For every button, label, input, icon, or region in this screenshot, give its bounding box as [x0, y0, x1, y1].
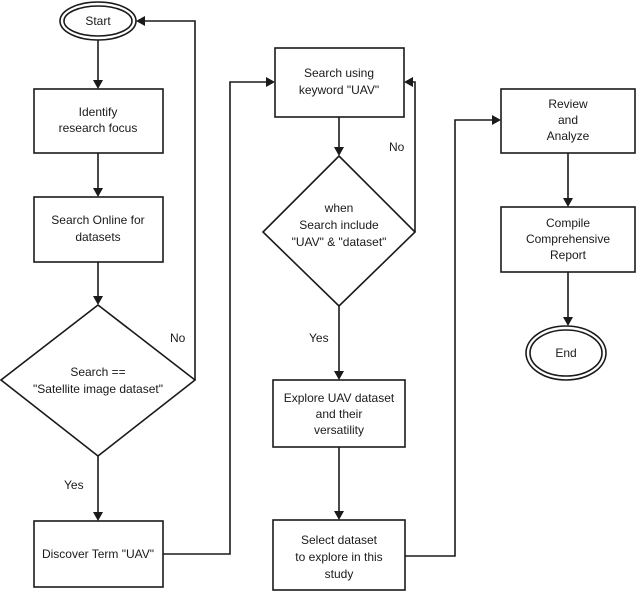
start-label: Start: [85, 14, 111, 28]
decision2-label-line2: Search include: [299, 218, 379, 232]
search-keyword-label-line2: keyword "UAV": [299, 83, 379, 97]
arrowhead: [563, 317, 573, 326]
discover-label: Discover Term "UAV": [42, 547, 154, 561]
end-node: End: [525, 325, 607, 381]
decision1-label-line2: "Satellite image dataset": [33, 382, 163, 396]
compile-label-line3: Report: [550, 248, 587, 262]
edge-discover-search-keyword: [163, 81, 266, 555]
edge-decision2-no-loop: [412, 81, 416, 232]
arrowhead: [136, 16, 145, 26]
edge-label-yes-2: Yes: [309, 331, 329, 345]
edge-label-no-1: No: [170, 331, 186, 345]
decision-uav-dataset: when Search include "UAV" & "dataset": [261, 154, 417, 308]
search-keyword-node: Search using keyword "UAV": [274, 47, 405, 118]
compile-label-line2: Comprehensive: [526, 232, 610, 246]
arrowhead: [93, 188, 103, 197]
arrowhead: [334, 511, 344, 520]
explore-label-line2: and their: [316, 407, 363, 421]
edge-label-no-2: No: [389, 140, 405, 154]
decision2-label-line1: when: [324, 201, 354, 215]
search-keyword-label-line1: Search using: [304, 66, 374, 80]
select-label-line1: Select dataset: [301, 533, 378, 547]
compile-report-node: Compile Comprehensive Report: [500, 206, 636, 273]
end-label: End: [555, 346, 576, 360]
arrowhead: [563, 198, 573, 207]
decision1-label-line1: Search ==: [70, 365, 125, 379]
arrowhead: [93, 296, 103, 305]
review-label-line2: and: [558, 113, 578, 127]
edge-decision1-no-loop: [145, 20, 196, 380]
select-label-line2: to explore in this: [295, 550, 382, 564]
identify-research-focus-node: Identify research focus: [33, 88, 164, 154]
discover-term-node: Discover Term "UAV": [33, 520, 164, 588]
arrowhead: [93, 512, 103, 521]
select-label-line3: study: [325, 567, 354, 581]
review-label-line3: Analyze: [547, 129, 590, 143]
decision-satellite-dataset: Search == "Satellite image dataset": [0, 303, 197, 458]
identify-label-line1: Identify: [79, 105, 118, 119]
arrowhead: [404, 77, 413, 87]
edge-label-yes-1: Yes: [64, 478, 84, 492]
arrowhead: [334, 371, 344, 380]
search-online-label-line2: datasets: [75, 230, 120, 244]
explore-label-line3: versatility: [314, 423, 364, 437]
explore-uav-node: Explore UAV dataset and their versatilit…: [272, 379, 406, 448]
decision2-label-line3: "UAV" & "dataset": [292, 235, 387, 249]
review-analyze-node: Review and Analyze: [500, 88, 636, 154]
start-node: Start: [59, 1, 137, 41]
arrowhead: [93, 80, 103, 89]
select-dataset-node: Select dataset to explore in this study: [272, 519, 406, 591]
arrowhead: [334, 147, 344, 156]
compile-label-line1: Compile: [546, 216, 590, 230]
edge-select-review: [405, 119, 492, 557]
explore-label-line1: Explore UAV dataset: [284, 391, 395, 405]
arrowhead: [492, 115, 501, 125]
identify-label-line2: research focus: [59, 121, 138, 135]
search-online-label-line1: Search Online for: [51, 213, 144, 227]
review-label-line1: Review: [548, 97, 588, 111]
search-online-node: Search Online for datasets: [33, 196, 164, 263]
arrowhead: [266, 77, 275, 87]
